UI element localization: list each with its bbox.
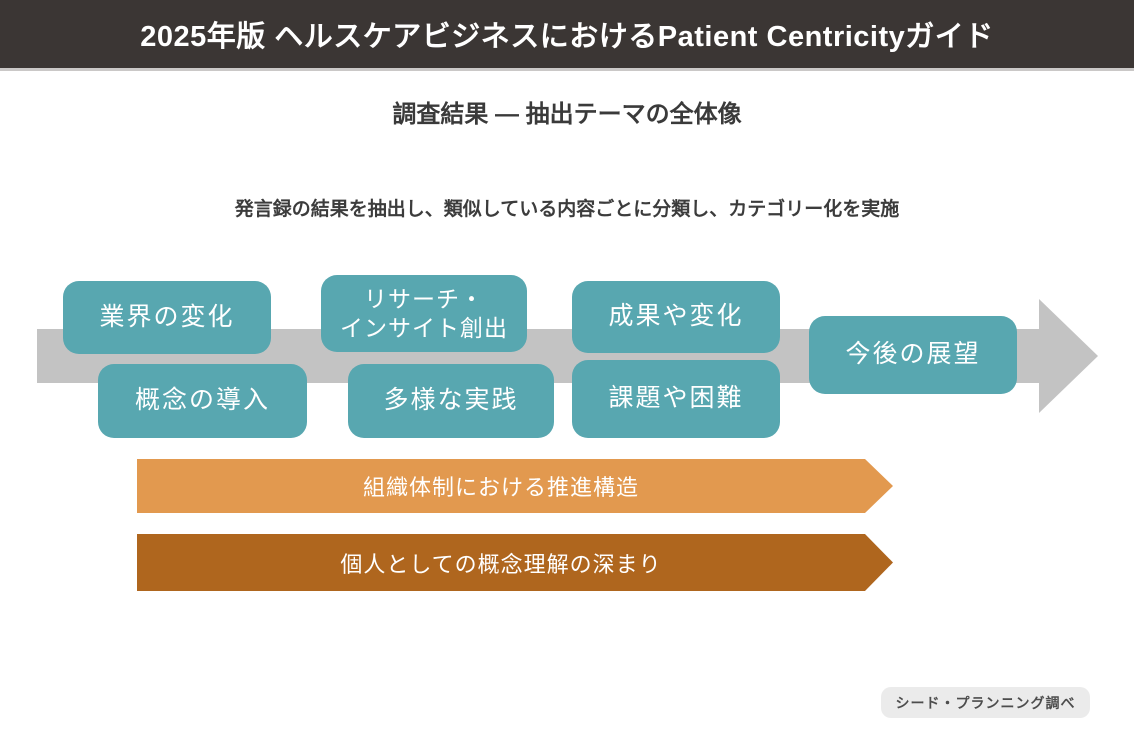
theme-box-research-insight: リサーチ・ インサイト創出 bbox=[321, 275, 527, 352]
theme-box-industry-change: 業界の変化 bbox=[63, 281, 271, 354]
banner-label: 組織体制における推進構造 bbox=[362, 475, 639, 500]
theme-box-label-line1: リサーチ・ bbox=[364, 285, 484, 312]
theme-box-outcomes-changes: 成果や変化 bbox=[572, 281, 780, 353]
theme-box-diverse-practice: 多様な実践 bbox=[348, 364, 554, 438]
theme-box-label: 課題や困難 bbox=[608, 384, 744, 413]
theme-box-label: 概念の導入 bbox=[134, 386, 270, 415]
header-banner: 2025年版 ヘルスケアビジネスにおけるPatient Centricityガイ… bbox=[0, 0, 1134, 71]
timeline-arrow-head-icon bbox=[1039, 299, 1098, 413]
banner-individual-understanding: 個人としての概念理解の深まり bbox=[137, 534, 893, 591]
theme-box-future-outlook: 今後の展望 bbox=[809, 316, 1017, 394]
theme-box-label: 多様な実践 bbox=[383, 386, 519, 415]
description-text: 発言録の結果を抽出し、類似している内容ごとに分類し、カテゴリー化を実施 bbox=[234, 199, 900, 220]
theme-box-label-line2: インサイト創出 bbox=[340, 314, 508, 341]
page-title: 2025年版 ヘルスケアビジネスにおけるPatient Centricityガイ… bbox=[140, 21, 994, 53]
theme-box-label: 業界の変化 bbox=[99, 302, 235, 331]
banner-label: 個人としての概念理解の深まり bbox=[340, 551, 662, 577]
theme-box-label: 今後の展望 bbox=[845, 340, 981, 369]
theme-box-label: 成果や変化 bbox=[608, 302, 744, 331]
section-title: 調査結果 ― 抽出テーマの全体像 bbox=[392, 101, 742, 128]
source-badge-label: シード・プランニング調べ bbox=[895, 694, 1076, 711]
theme-box-concept-introduction: 概念の導入 bbox=[98, 364, 307, 438]
theme-box-challenges-difficulties: 課題や困難 bbox=[572, 360, 780, 438]
source-badge: シード・プランニング調べ bbox=[881, 687, 1090, 718]
banner-organization-structure: 組織体制における推進構造 bbox=[137, 459, 893, 513]
